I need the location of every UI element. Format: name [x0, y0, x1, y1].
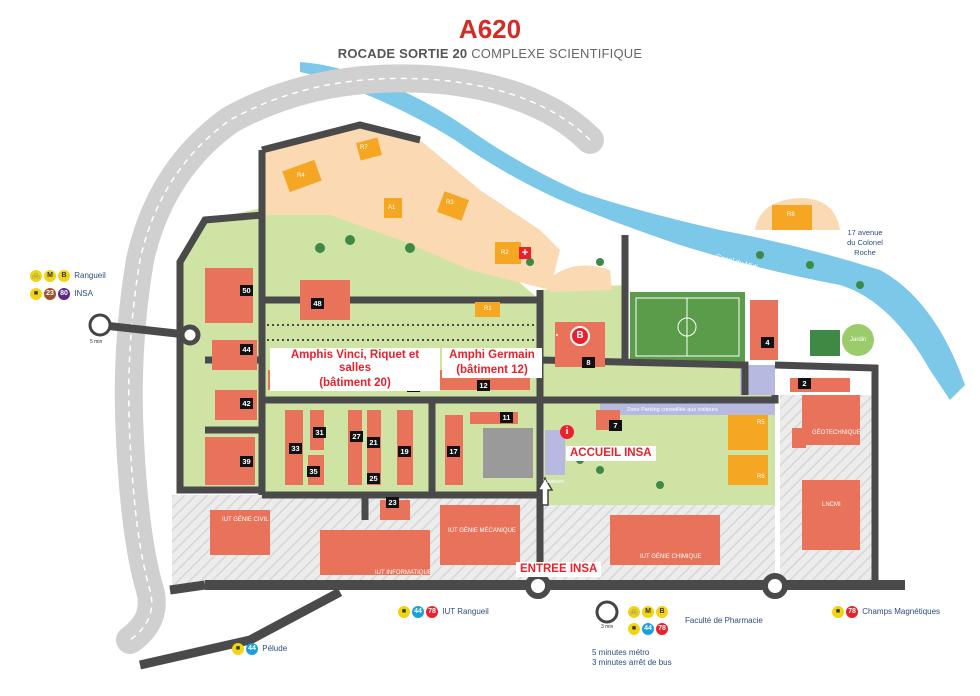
metro-time: 5 minutes métro [592, 648, 650, 657]
walk-5min-label: 5 min [90, 339, 103, 345]
residence-r6: R6 [757, 474, 765, 480]
walk-5min-icon [88, 313, 112, 337]
jardin-circle [842, 324, 874, 356]
parking-note: Zone Parking conseillée aux visiteurs [627, 407, 718, 413]
residence-r7: R7 [360, 145, 368, 151]
building-12: 12 [477, 380, 490, 391]
amphi-germain-label[interactable]: Amphi Germain (bâtiment 12) [442, 348, 542, 378]
building-23: 23 [386, 497, 399, 508]
building-50: 50 [240, 285, 253, 296]
building-2: 2 [798, 378, 811, 389]
entree-insa-label[interactable]: ENTREE INSA [516, 562, 602, 577]
visiteurs-label: Visiteurs [543, 479, 564, 485]
transit-pelude: ■44 Pélude [232, 643, 287, 655]
building-42: 42 [240, 398, 253, 409]
faculte-pharmacie-label: Faculté de Pharmacie [685, 616, 763, 625]
building-27: 27 [350, 431, 363, 442]
residence-buildings [282, 137, 812, 485]
walk-3min-icon [595, 600, 619, 624]
iut-informatique-label: IUT INFORMATIQUE [375, 570, 432, 576]
transit-champs-magnetiques: ■78 Champs Magnétiques [832, 606, 940, 618]
building-17: 17 [447, 446, 460, 457]
building-31: 31 [313, 427, 326, 438]
building-33: 33 [289, 443, 302, 454]
residence-r8: R8 [787, 212, 795, 218]
bus-time: 3 minutes arrêt de bus [592, 658, 672, 667]
info-icon: i [560, 425, 574, 439]
building-35: 35 [307, 466, 320, 477]
accueil-insa-label[interactable]: ACCUEIL INSA [566, 446, 656, 461]
roundabout-west [179, 324, 201, 346]
map-subtitle: ROCADE SORTIE 20 COMPLEXE SCIENTIFIQUE [337, 46, 643, 61]
building-7: 7 [609, 420, 622, 431]
building-48: 48 [311, 298, 324, 309]
visitor-parking-strip [600, 403, 775, 415]
iut-genie-civil-label: IUT GÉNIE CIVIL [222, 517, 269, 523]
entrance-arrow-icon [536, 476, 554, 506]
residence-r5: R5 [757, 420, 765, 426]
geotechnique-label: GÉOTECHNIQUE [812, 430, 861, 436]
building-25: 25 [367, 473, 380, 484]
canal-du-midi [300, 62, 965, 400]
residence-r2: R2 [501, 250, 509, 256]
campus-roads [176, 121, 879, 585]
map-title: A620 [458, 14, 522, 44]
jardin-label: Jardin [850, 337, 867, 343]
roundabout-east [762, 573, 788, 599]
roundabout-entree [525, 573, 551, 599]
building-21: 21 [367, 437, 380, 448]
lncmi-label: LNCMI [822, 502, 841, 508]
building-11: 11 [500, 412, 513, 423]
building-44: 44 [240, 344, 253, 355]
residence-r1: R1 [484, 306, 492, 312]
b-marker: B [570, 326, 590, 346]
building-8: 8 [582, 357, 595, 368]
residence-r4: R4 [297, 173, 305, 179]
health-cross-icon: + [519, 247, 531, 259]
iut-genie-mecanique-label: IUT GÉNIE MÉCANIQUE [448, 528, 516, 534]
residence-a1: A1 [388, 205, 396, 211]
tennis-court [810, 330, 840, 356]
building-19: 19 [398, 446, 411, 457]
building-4: 4 [761, 337, 774, 348]
building-11-hall [483, 428, 533, 478]
walk-3min-label: 3 min [601, 624, 614, 630]
iut-genie-chimique-label: IUT GÉNIE CHIMIQUE [640, 554, 702, 560]
amphis-vinci-label[interactable]: Amphis Vinci, Riquet et salles (bâtiment… [270, 348, 440, 391]
building-39: 39 [240, 456, 253, 467]
residence-r3: R3 [446, 200, 454, 206]
residence-area [262, 125, 560, 290]
